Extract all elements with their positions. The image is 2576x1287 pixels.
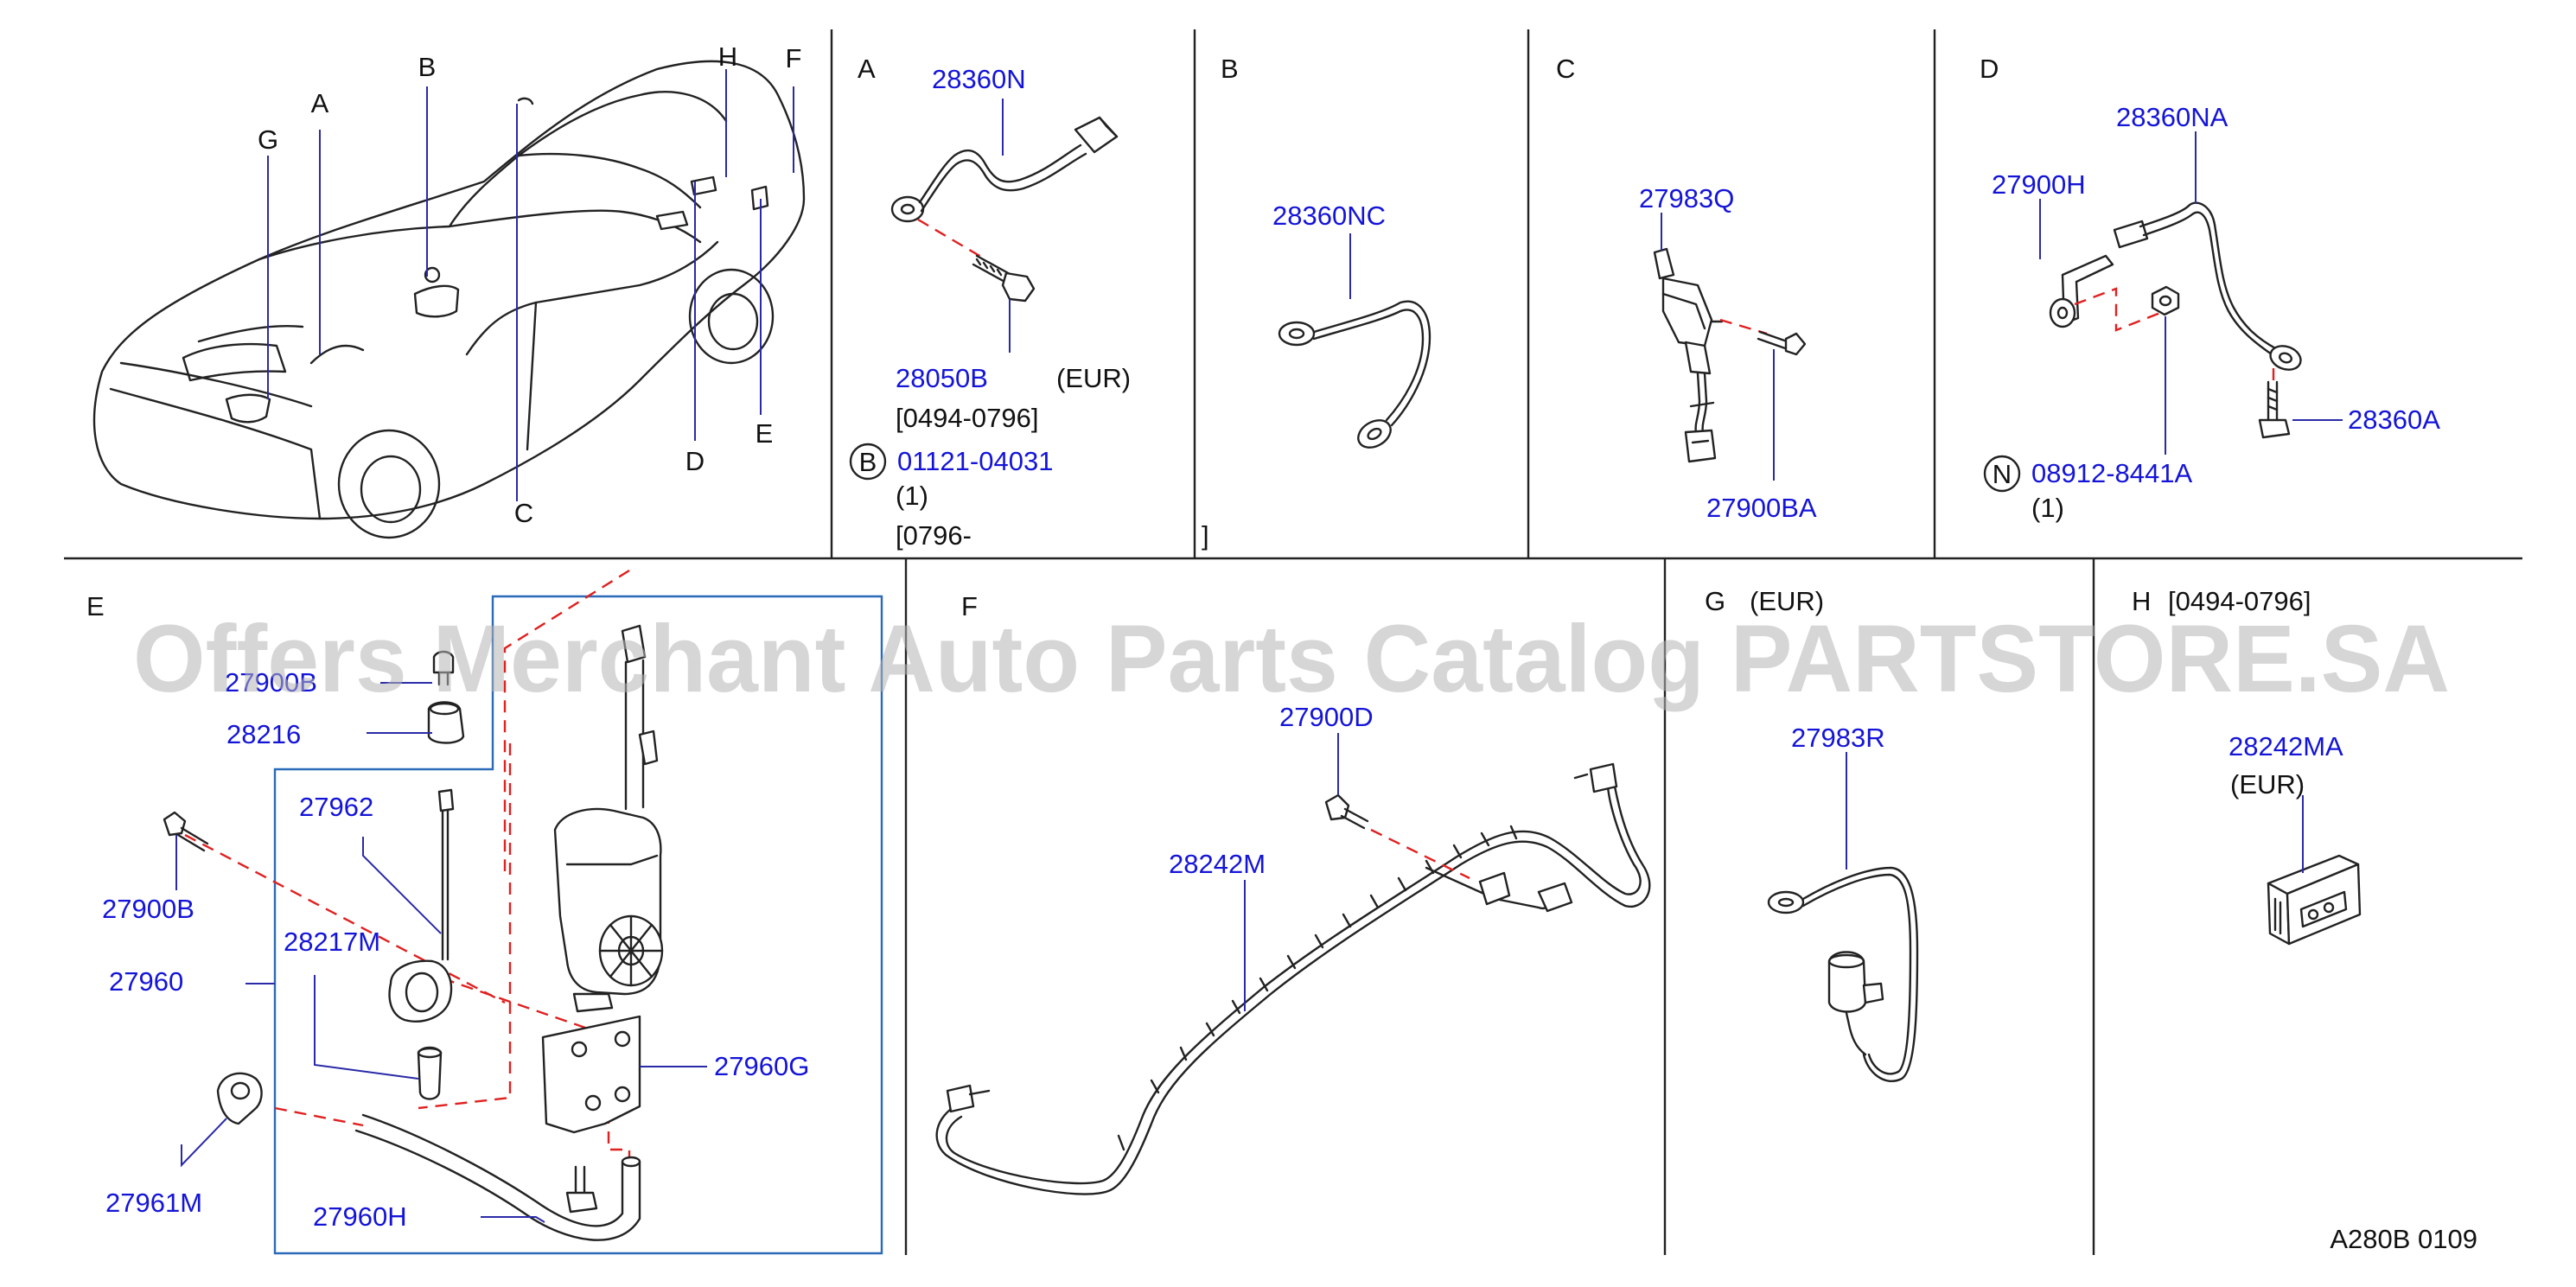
- power-antenna-motor: [553, 624, 664, 1013]
- overview-car-illustration: [92, 60, 806, 539]
- overview-callout-a: A: [311, 88, 329, 118]
- panel-c: C 27983Q 27900BA: [1556, 54, 1817, 523]
- grommet-28217m: [417, 1046, 443, 1100]
- bracket-27900h: [2049, 254, 2114, 328]
- note-bracket-b: ]: [1202, 520, 1209, 551]
- overview-callout-leaders: [267, 69, 794, 501]
- mounting-bracket-27960g: [541, 1015, 641, 1134]
- panel-e: E: [86, 569, 883, 1255]
- ground-cable-d: [2113, 201, 2302, 371]
- part-28217m[interactable]: 28217M: [284, 927, 380, 957]
- bushing-28216: [427, 701, 465, 744]
- part-27960g[interactable]: 27960G: [714, 1051, 809, 1081]
- overview-callout-e: E: [756, 418, 774, 449]
- bolt-28360a: [2258, 380, 2291, 439]
- antenna-feeder-28242m: [935, 762, 1651, 1195]
- part-27962[interactable]: 27962: [299, 792, 373, 822]
- panel-dividers: [64, 29, 2522, 1255]
- diagram-code: A280B 0109: [2330, 1224, 2477, 1254]
- antenna-mast-27962: [388, 788, 455, 1023]
- bolt-bracket-lower: [565, 1165, 598, 1214]
- part-27900d[interactable]: 27900D: [1279, 702, 1374, 732]
- bolt-27900b-top: [432, 650, 455, 686]
- part-28242ma[interactable]: 28242MA: [2228, 731, 2343, 761]
- panel-f: F 27900D 28242M: [935, 591, 1651, 1195]
- panel-c-letter: C: [1556, 54, 1575, 84]
- part-27900b-top[interactable]: 27900B: [225, 667, 317, 698]
- bolt-27900b-left: [163, 811, 209, 852]
- part-27900b-left[interactable]: 27900B: [102, 894, 194, 924]
- note-from-date-a: [0796-: [896, 520, 972, 551]
- clip-27961m: [216, 1072, 263, 1125]
- part-08912-8441a[interactable]: 08912-8441A: [2031, 458, 2192, 488]
- part-28242m[interactable]: 28242M: [1169, 849, 1266, 879]
- noise-suppressor-27983r: [1767, 866, 1919, 1083]
- part-27961m[interactable]: 27961M: [105, 1188, 202, 1218]
- symbol-b: B: [859, 447, 877, 477]
- screw-27900ba: [1757, 330, 1807, 356]
- part-27900h[interactable]: 27900H: [1992, 169, 2086, 200]
- amplifier-28242ma: [2267, 854, 2362, 946]
- panel-e-letter: E: [86, 591, 105, 621]
- note-date-range-a: [0494-0796]: [896, 403, 1038, 433]
- panel-a: A 28360N 28050B (EUR) [0494-0796] B 0112…: [849, 54, 1131, 551]
- part-28360n[interactable]: 28360N: [932, 64, 1026, 94]
- symbol-n-circle: [1983, 455, 2021, 493]
- bolt-27900d: [1324, 793, 1369, 830]
- overview-callout-h: H: [718, 41, 737, 72]
- panel-h-letter: H: [2132, 586, 2151, 616]
- overview-callout-labels: G A B C D E F H: [258, 41, 802, 528]
- watermark: Offers Merchant Auto Parts Catalog PARTS…: [133, 606, 2450, 712]
- panel-b-letter: B: [1221, 54, 1239, 84]
- part-27960[interactable]: 27960: [109, 966, 183, 997]
- part-01121-04031[interactable]: 01121-04031: [897, 446, 1053, 476]
- panel-d-letter: D: [1980, 54, 1999, 84]
- part-27983r[interactable]: 27983R: [1791, 723, 1885, 753]
- note-eur-h: (EUR): [2230, 769, 2305, 800]
- part-27983q[interactable]: 27983Q: [1639, 183, 1734, 213]
- panel-g-letter: G: [1705, 586, 1725, 616]
- panel-a-letter: A: [858, 54, 876, 84]
- part-27960h[interactable]: 27960H: [313, 1201, 407, 1232]
- symbol-b-circle: [849, 443, 887, 481]
- panel-b: B 28360NC ]: [1202, 54, 1431, 551]
- part-28050b[interactable]: 28050B: [896, 363, 988, 393]
- overview-callout-b: B: [418, 52, 437, 82]
- note-eur-a: (EUR): [1056, 363, 1131, 393]
- panel-f-letter: F: [961, 591, 978, 621]
- part-28360na[interactable]: 28360NA: [2116, 102, 2228, 132]
- bolt-28050b: [972, 254, 1036, 303]
- panel-h: H [0494-0796] 28242MA (EUR): [2132, 586, 2362, 946]
- part-28360nc[interactable]: 28360NC: [1272, 201, 1386, 231]
- note-qty-d: (1): [2031, 493, 2064, 523]
- nut-08912-8441a: [2151, 285, 2180, 316]
- panel-g-region: (EUR): [1750, 586, 1824, 616]
- part-28360a[interactable]: 28360A: [2348, 405, 2440, 435]
- panel-h-region: [0494-0796]: [2168, 586, 2311, 616]
- part-28216[interactable]: 28216: [226, 719, 301, 749]
- noise-suppressor-c: [1653, 247, 1724, 463]
- assembly-27960-outline: [273, 595, 883, 1255]
- overview-callout-g: G: [258, 124, 278, 155]
- panel-g: G (EUR) 27983R: [1705, 586, 1919, 1083]
- note-qty-a: (1): [896, 481, 928, 511]
- overview-callout-c: C: [514, 498, 533, 528]
- panel-d: D 28360NA 27900H 28360A: [1980, 54, 2440, 523]
- ground-strap-b: [1278, 300, 1431, 449]
- drain-hose-27960h: [354, 1113, 641, 1241]
- overview-callout-f: F: [786, 43, 802, 73]
- overview-callout-d: D: [685, 446, 705, 476]
- symbol-n: N: [1993, 459, 2012, 489]
- part-27900ba[interactable]: 27900BA: [1706, 493, 1817, 523]
- ground-cable-a: [890, 116, 1119, 223]
